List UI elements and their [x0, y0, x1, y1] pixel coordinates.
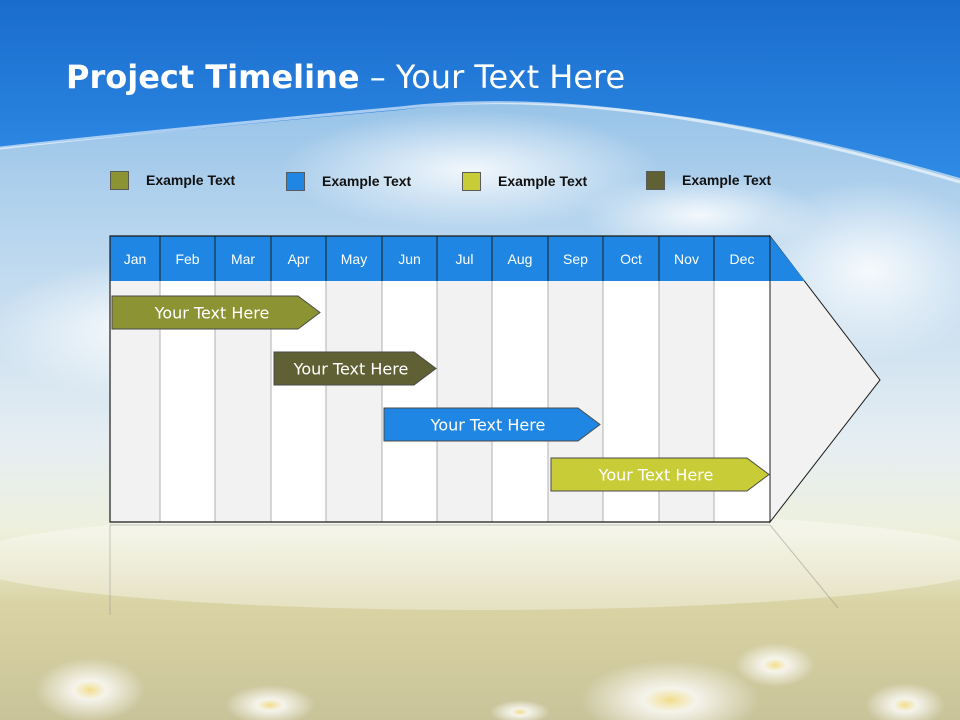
month-label-mar: Mar — [231, 251, 255, 267]
month-label-jun: Jun — [398, 251, 421, 267]
month-header-may — [326, 236, 382, 281]
month-header-feb — [160, 236, 215, 281]
month-header-sep — [548, 236, 603, 281]
legend-swatch-1 — [110, 171, 129, 190]
month-header-apr — [271, 236, 326, 281]
month-label-apr: Apr — [288, 251, 310, 267]
task-label-4: Your Text Here — [598, 466, 714, 485]
month-header-mar — [215, 236, 271, 281]
task-bar-1 — [111, 295, 321, 330]
title-bold: Project Timeline — [66, 58, 360, 96]
task-label-2: Your Text Here — [293, 360, 409, 379]
month-label-feb: Feb — [175, 251, 199, 267]
task-bar-4 — [550, 457, 770, 492]
month-column-jun — [382, 281, 437, 522]
legend-swatch-4 — [646, 171, 665, 190]
timeline-border — [109, 235, 770, 523]
legend-label-1: Example Text — [146, 172, 236, 188]
month-label-jan: Jan — [124, 251, 147, 267]
legend-swatch-3 — [462, 172, 481, 191]
legend-label-2: Example Text — [322, 173, 412, 189]
month-label-oct: Oct — [620, 251, 642, 267]
month-column-aug — [492, 281, 548, 522]
month-label-dec: Dec — [730, 251, 755, 267]
legend-label-4: Example Text — [682, 172, 772, 188]
month-label-sep: Sep — [563, 251, 588, 267]
month-header-oct — [603, 236, 659, 281]
legend-swatch-2 — [286, 172, 305, 191]
month-header-jul — [437, 236, 492, 281]
task-label-3: Your Text Here — [430, 416, 546, 435]
month-header-aug — [492, 236, 548, 281]
month-header-jan — [110, 236, 160, 281]
month-column-may — [326, 281, 382, 522]
month-header-jun — [382, 236, 437, 281]
month-column-jul — [437, 281, 492, 522]
month-header-nov — [659, 236, 714, 281]
month-label-aug: Aug — [508, 251, 533, 267]
task-label-1: Your Text Here — [154, 304, 270, 323]
reflection-line — [769, 524, 839, 609]
task-bar-2 — [273, 351, 437, 386]
month-label-may: May — [341, 251, 367, 267]
slide-title: Project Timeline – Your Text Here — [66, 58, 625, 96]
legend-label-3: Example Text — [498, 173, 588, 189]
title-rest: – Your Text Here — [359, 58, 626, 96]
month-label-nov: Nov — [674, 251, 699, 267]
month-header-dec — [714, 236, 770, 281]
task-bar-3 — [383, 407, 601, 442]
header-tail — [770, 236, 805, 281]
month-label-jul: Jul — [456, 251, 474, 267]
